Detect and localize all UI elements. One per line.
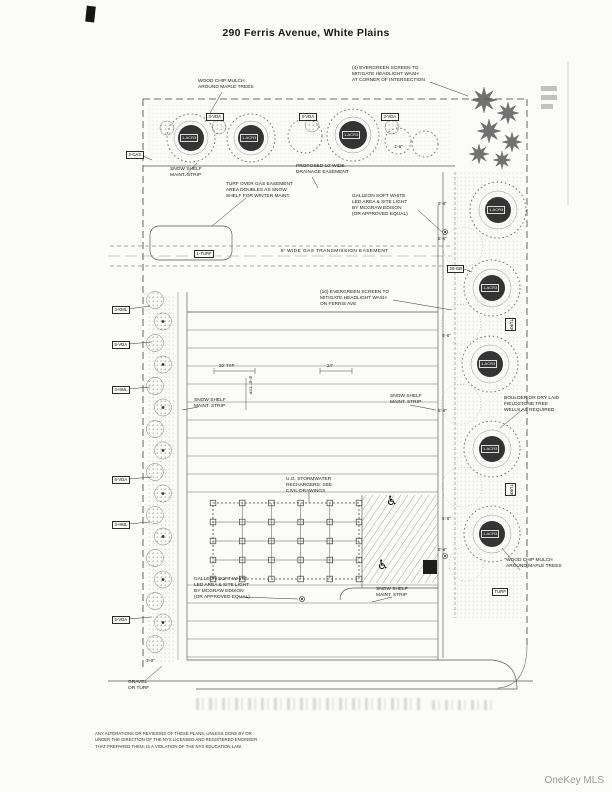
plant-tag-maple: 1-ACR3 [481,530,500,538]
plant-tag-maple: 1-ACR3 [342,131,361,139]
callout-gas-transmission: 8' WIDE GAS TRANSMISSION EASEMENT [281,249,389,254]
wheelchair-icon: ♿ [386,494,398,509]
maple-trees-top [159,108,439,163]
access-aisle-hatch [362,495,438,583]
plant-tag-turf: TURF [492,588,509,597]
callout-snow-shelf-right: SNOW SHELF MAINT. STRIP [390,394,422,405]
callout-evergreen-corner: (4) EVERGREEN SCREEN TO MITIGATE HEADLIG… [352,66,425,83]
stormwater-recharger-grid [209,499,363,583]
wheelchair-icon: ♿ [377,558,389,573]
callout-boulder-wells: BOULDER OR DRY LAID FIELDSTONE TREE WELL… [504,396,560,413]
plant-tag-vda: 5-VDA [112,341,130,350]
ghost-text-strip [196,698,421,710]
plant-tag-hml: 3-HML [112,521,130,530]
dimension-lines [213,368,353,410]
watermark: OneKey MLS [544,775,604,786]
plant-tag-turf: TURF [505,318,517,332]
plant-tag-hml: 3-HML [112,386,130,395]
scan-artifact [85,5,96,23]
dim-stall: 20' TYP [219,363,235,368]
left-shrub-row [146,291,172,653]
leader-lines [127,81,523,681]
nys-disclaimer: ANY ALTERATIONS OR REVISIONS OF THESE PL… [95,731,258,749]
plant-tag-cas: 2-CAS [126,151,144,160]
plant-tag-vda: 5-VDA [112,616,130,625]
callout-snow-shelf-left: SNOW SHELF MAINT. STRIP [194,398,226,409]
callout-gravel-or-turf: GRAVEL OR TURF [128,680,150,691]
property-boundary [142,98,528,671]
callout-drainage-easement: PROPOSED 10' WIDE DRAINAGE EASEMENT [296,164,349,175]
callout-snow-shelf-top: SNOW SHELF MAINT. STRIP [170,167,202,178]
plant-tag-vda: 3-VDA [299,113,317,122]
dim-5-6: 5'-6" [438,201,447,206]
callout-evergreen-ferris: (10) EVERGREEN SCREEN TO MITIGATE HEADLI… [320,290,390,307]
dim-5-6: 5'-6" [438,236,447,241]
callout-wood-chip-mulch-bottom: WOOD CHIP MULCH AROUND MAPLE TREES [506,558,562,569]
utility-pad [423,560,437,574]
maple-trees-right [440,181,527,582]
plant-tag-maple: 1-ACR3 [180,134,199,142]
plant-tag-turf: TURF [505,483,517,497]
plant-tag-maple: 1-ACR3 [487,206,506,214]
dim-5-6: 5'-6" [438,408,447,413]
callout-site-light-right: GALLEON SOFT WHITE LED AREA & SITE LIGHT… [352,194,408,217]
misc-symbols [85,5,569,602]
dim-5-6: 5'-6" [438,547,447,552]
plant-tag-gb: 20-GB [447,265,465,274]
plant-tag-vda: 3-VDA [381,113,399,122]
page-title: 290 Ferris Avenue, White Plains [222,27,390,39]
callout-stormwater: U.G. STORMWATER RECHARGERS: SEE CIVIL DR… [286,477,333,494]
plant-tag-maple: 1-ACR3 [481,284,500,292]
ghost-text-strip [432,700,494,710]
plant-tag-maple: 1-ACR3 [240,134,259,142]
gas-easement-lines [108,245,452,267]
plant-tag-kml: 3-KML [112,306,130,315]
dim-aisle: 24' [327,363,333,368]
callout-snow-shelf-bottom: SNOW SHELF MAINT. STRIP [376,587,408,598]
plant-tag-maple: 1-ACR3 [481,445,500,453]
pavement-edges [108,165,533,690]
dim-1-6: 1'-6" [394,144,403,149]
dim-9-0-typ: 9'-0" TYP [248,376,253,395]
plant-tag-vda: 5-VDA [112,476,130,485]
plant-tag-turf-island: 1-TURF [194,250,215,259]
plant-tag-vda: 3-VDA [206,113,224,122]
plant-tag-maple: 1-ACR3 [479,360,498,368]
dim-5-6: 5'-6" [442,516,451,521]
evergreen-screen-corner [468,86,523,170]
parking-stall-lines [187,329,438,658]
callout-turf-over-gas: TURF OVER GAS EASEMENT AREA DOUBLES AS S… [226,182,293,199]
callout-wood-chip-mulch-top: WOOD CHIP MULCH AROUND MAPLE TREES [198,79,254,90]
dim-5-6: 5'-6" [442,333,451,338]
callout-site-light-bottom: GALLEON SOFT WHITE LED AREA & SITE LIGHT… [194,577,250,600]
dim-3-0: 3'-0" [146,658,155,663]
